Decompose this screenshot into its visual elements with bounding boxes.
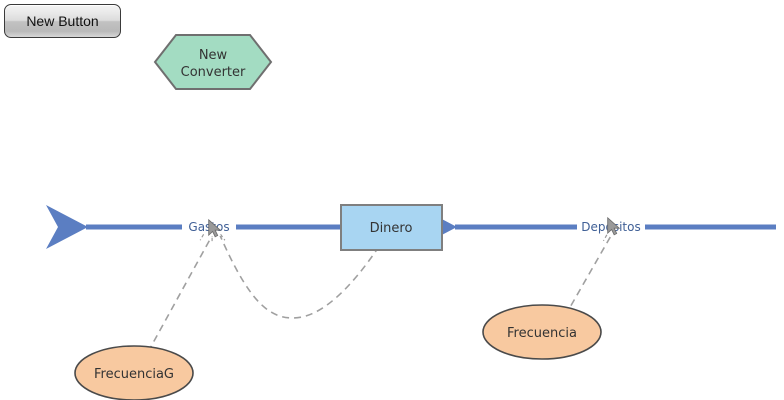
connector-frecuencia-to-depositos[interactable] xyxy=(564,233,613,317)
converter-frecuencia-label: Frecuencia xyxy=(507,326,577,341)
converter-frecuencia-shape[interactable] xyxy=(482,304,602,360)
converter-frecuencia[interactable]: Frecuencia xyxy=(482,304,602,360)
new-button-label: New Button xyxy=(26,13,99,29)
connector-frecuenciag-to-gastos[interactable] xyxy=(147,233,214,353)
converter-frecuenciag[interactable]: FrecuenciaG xyxy=(74,345,194,400)
converter-frecuenciag-shape[interactable] xyxy=(74,345,194,400)
converter-new-label-line1: New xyxy=(199,48,228,63)
stock-dinero-label: Dinero xyxy=(370,221,413,236)
converter-new-shape[interactable] xyxy=(153,34,273,90)
connector-gastos-to-dinero[interactable] xyxy=(218,232,379,319)
converter-frecuenciag-label: FrecuenciaG xyxy=(94,367,174,382)
gastos-valve-cursor-icon xyxy=(199,218,226,243)
new-button[interactable]: New Button xyxy=(4,4,121,38)
converter-new-label-line2: Converter xyxy=(181,65,246,80)
converter-new[interactable]: New Converter xyxy=(153,34,273,90)
depositos-valve-cursor-icon xyxy=(602,216,621,242)
stock-dinero[interactable]: Dinero xyxy=(340,204,443,251)
stock-dinero-shape[interactable] xyxy=(340,204,443,251)
connector-group xyxy=(147,232,613,353)
